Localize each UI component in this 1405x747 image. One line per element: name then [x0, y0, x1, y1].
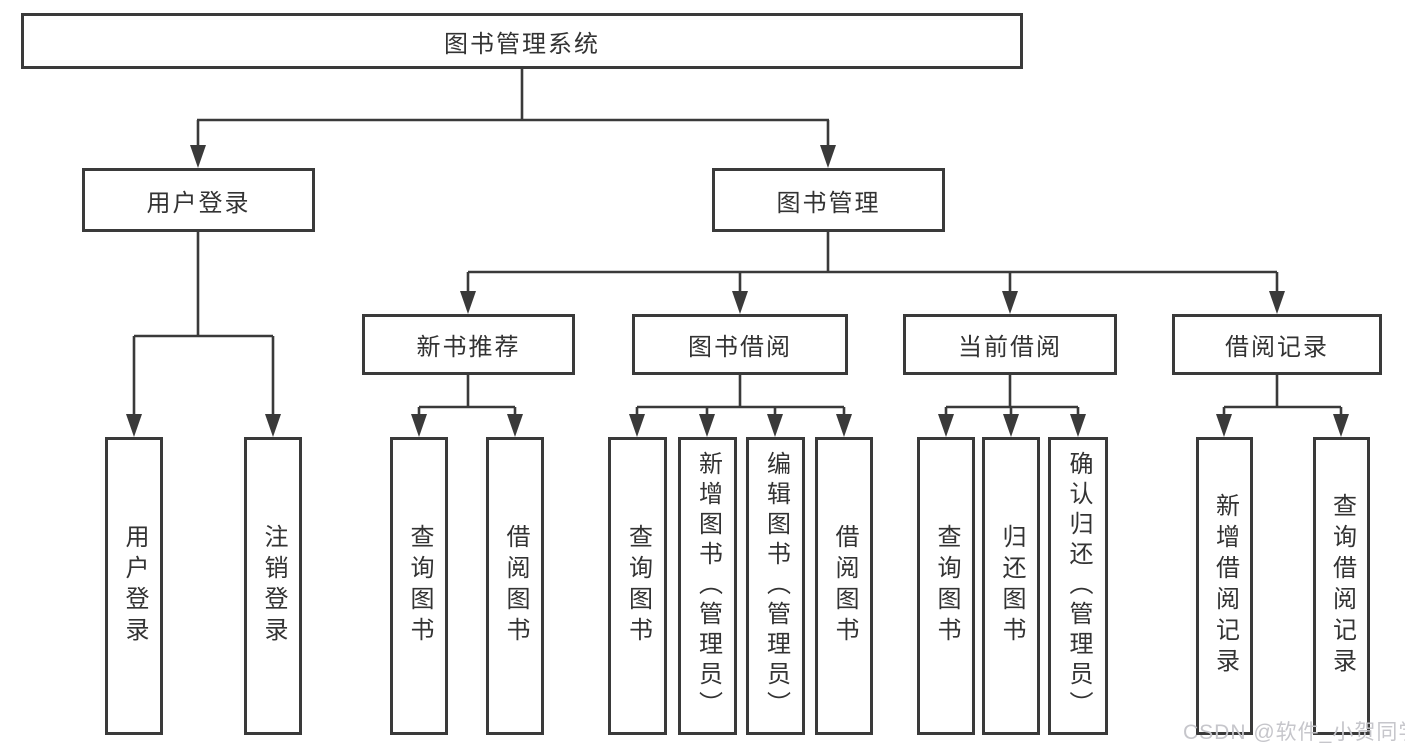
edge-root-to-level2 [196, 69, 830, 147]
arrowhead [1333, 414, 1349, 437]
arrowhead [767, 414, 783, 437]
watermark: CSDN @软件_小贺同学 [1183, 721, 1405, 744]
edge-borrow-to-children [635, 375, 846, 417]
leaf-logout: 注销登录 [244, 437, 302, 735]
node-borrowing-records: 借阅记录 [1172, 314, 1382, 375]
arrowhead [938, 414, 954, 437]
arrowhead [699, 414, 715, 437]
node-book-management-branch: 图书管理 [712, 168, 945, 232]
leaf-add-books-admin: 新增图书（管理员） [678, 437, 737, 735]
leaf-query-books-2: 查询图书 [608, 437, 667, 735]
arrowhead [1216, 414, 1232, 437]
arrowhead [126, 414, 142, 437]
leaf-query-books-3: 查询图书 [917, 437, 975, 735]
edge-bookmgmt-to-level3 [466, 232, 1279, 293]
node-current-borrowing: 当前借阅 [903, 314, 1117, 375]
node-root-system: 图书管理系统 [21, 13, 1023, 69]
leaf-borrow-books-2: 借阅图书 [815, 437, 873, 735]
arrowhead [411, 414, 427, 437]
node-user-login-branch: 用户登录 [82, 168, 315, 232]
edge-records-to-children [1222, 375, 1343, 417]
arrowhead [265, 414, 281, 437]
arrowhead [460, 291, 476, 314]
arrowhead [732, 291, 748, 314]
leaf-return-books: 归还图书 [982, 437, 1040, 735]
node-book-borrowing: 图书借阅 [632, 314, 848, 375]
arrowhead [1070, 414, 1086, 437]
leaf-query-borrow-record: 查询借阅记录 [1313, 437, 1370, 735]
arrowhead [507, 414, 523, 437]
leaf-edit-books-admin: 编辑图书（管理员） [746, 437, 805, 735]
arrowhead [1002, 291, 1018, 314]
leaf-confirm-return-admin: 确认归还（管理员） [1048, 437, 1108, 735]
leaf-add-borrow-record: 新增借阅记录 [1196, 437, 1253, 735]
arrowhead [190, 145, 206, 168]
edge-userlogin-to-children [132, 232, 275, 416]
edge-newbooks-to-children [417, 375, 517, 417]
node-new-book-recommendation: 新书推荐 [362, 314, 575, 375]
leaf-query-books-1: 查询图书 [390, 437, 448, 735]
arrowhead [820, 145, 836, 168]
leaf-borrow-books-1: 借阅图书 [486, 437, 544, 735]
arrowhead [836, 414, 852, 437]
arrowhead [629, 414, 645, 437]
leaf-user-login: 用户登录 [105, 437, 163, 735]
edge-current-to-children [944, 375, 1080, 417]
arrowhead [1003, 414, 1019, 437]
arrowhead [1269, 291, 1285, 314]
